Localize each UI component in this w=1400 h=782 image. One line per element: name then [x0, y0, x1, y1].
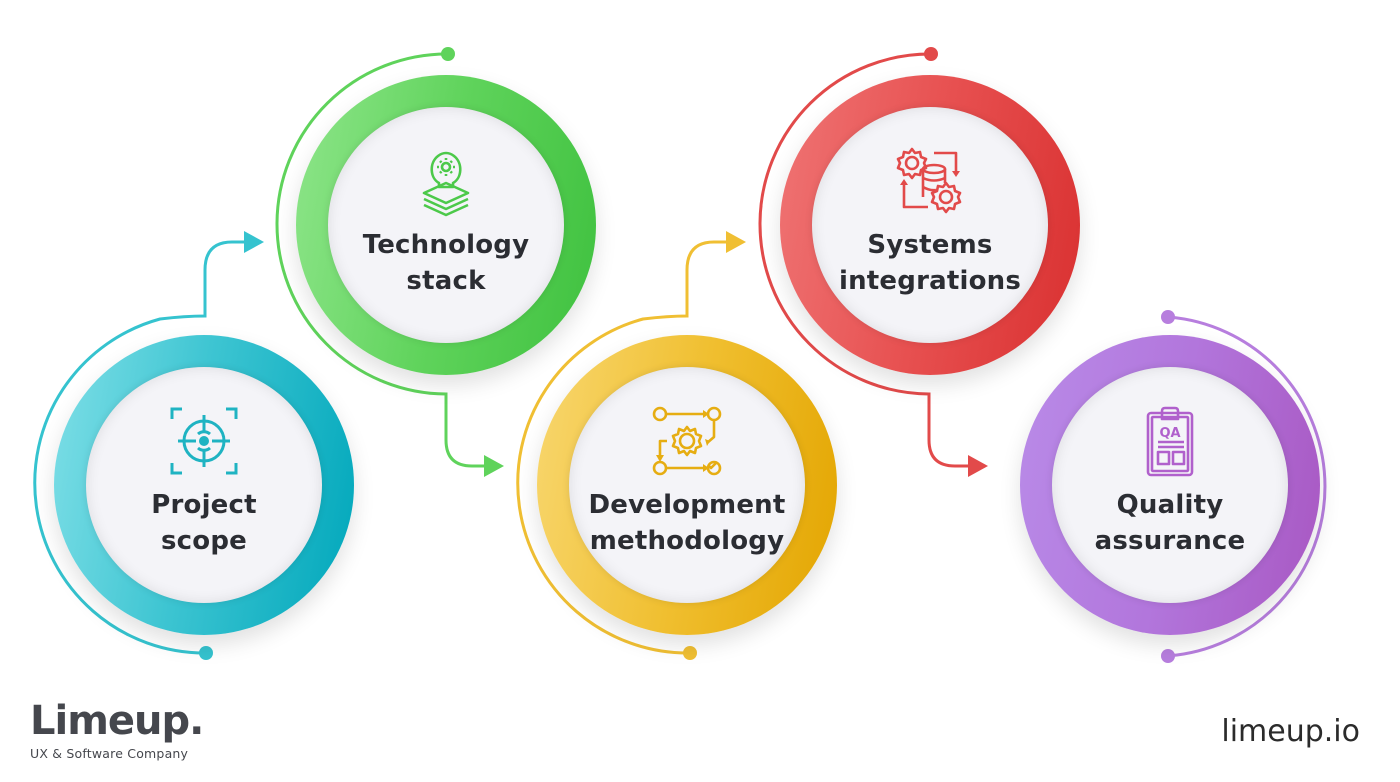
step-label-line1: Systems: [867, 230, 993, 260]
site-url: limeup.io: [1221, 714, 1360, 749]
step-label: Development methodology: [588, 487, 785, 559]
arrow-head-icon: [244, 231, 264, 253]
brand-name: Limeup.: [30, 698, 204, 744]
step-label-line1: Quality: [1116, 490, 1224, 520]
connector-step-3: [516, 240, 728, 655]
step-label-line1: Project: [151, 490, 257, 520]
connector-dot: [1161, 649, 1175, 663]
step-inner: QA Quality assurance: [1052, 367, 1288, 603]
step-label-line1: Development: [588, 490, 786, 520]
step-project-scope: Project scope: [54, 335, 354, 635]
brand-tagline: UX & Software Company: [30, 746, 189, 761]
gears-database-sync-icon: [896, 147, 962, 214]
connector-dot: [199, 646, 213, 660]
step-label: Technology stack: [363, 227, 530, 299]
gear-workflow-icon: [652, 406, 722, 476]
arrow-head-icon: [968, 455, 988, 477]
step-label-line1: Technology: [362, 230, 530, 260]
brand-logo: Limeup. UX & Software Company: [30, 698, 204, 761]
step-systems-integrations: Systems integrations: [780, 75, 1080, 375]
step-inner: Systems integrations: [812, 107, 1048, 343]
step-label-line2: stack: [406, 266, 486, 296]
arrow-head-icon: [726, 231, 746, 253]
step-label-line2: assurance: [1094, 526, 1246, 556]
step-quality-assurance: QA Quality assurance: [1020, 335, 1320, 635]
connector-step-2: [275, 52, 486, 468]
target-crosshair-icon: [170, 407, 238, 475]
step-label-line2: integrations: [838, 266, 1022, 296]
qa-clipboard-icon: QA: [1146, 406, 1194, 477]
connector-dot: [1161, 310, 1175, 324]
connector-step-5: [1167, 315, 1327, 658]
connector-step-4: [758, 52, 970, 468]
step-inner: Development methodology: [569, 367, 805, 603]
connector-dot: [924, 47, 938, 61]
step-label: Quality assurance: [1095, 487, 1246, 559]
step-technology-stack: Technology stack: [296, 75, 596, 375]
step-label: Systems integrations: [839, 227, 1021, 299]
connector-step-1: [33, 240, 246, 655]
lightbulb-gear-layers-icon: [422, 151, 470, 217]
step-label: Project scope: [151, 487, 257, 559]
connector-dot: [683, 646, 697, 660]
step-inner: Technology stack: [328, 107, 564, 343]
step-label-line2: methodology: [589, 526, 785, 556]
svg-text:QA: QA: [1159, 426, 1180, 441]
step-inner: Project scope: [86, 367, 322, 603]
arrow-head-icon: [484, 455, 504, 477]
connector-dot: [441, 47, 455, 61]
step-label-line2: scope: [161, 526, 247, 556]
step-development-methodology: Development methodology: [537, 335, 837, 635]
